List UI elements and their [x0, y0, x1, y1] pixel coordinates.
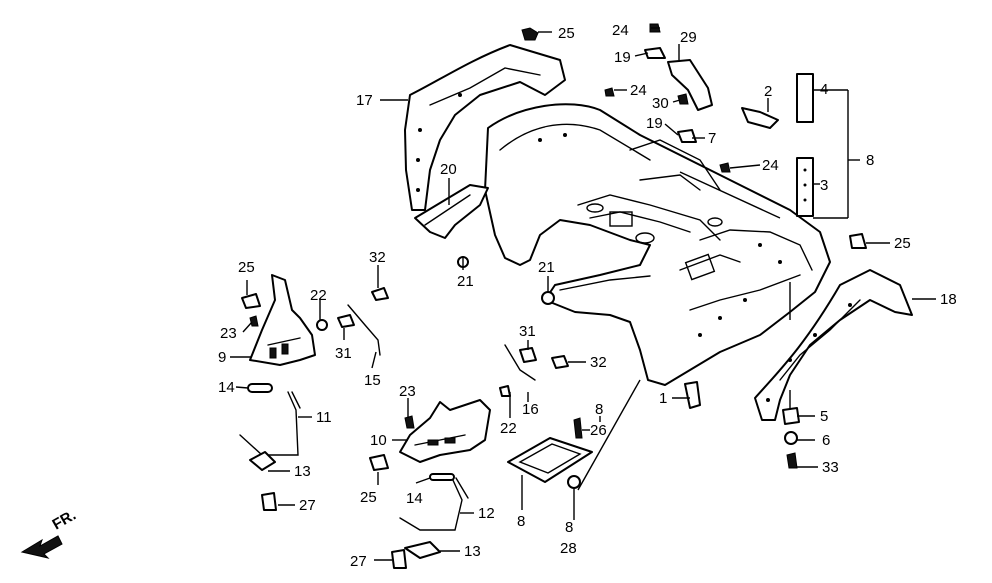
callout-label: 8 — [517, 513, 525, 530]
callout-label: 2 — [764, 83, 772, 100]
grab-handle-29 — [667, 59, 713, 111]
callout-label: 21 — [457, 273, 474, 290]
callout-label: 26 — [590, 422, 607, 439]
mudguard-left — [249, 274, 316, 366]
callout-label: 23 — [399, 383, 416, 400]
callout-label: 19 — [646, 115, 663, 132]
plate-13-left — [249, 451, 276, 471]
reflector-3 — [796, 157, 814, 217]
mudguard-right — [399, 399, 491, 463]
callout-label: 11 — [316, 409, 332, 426]
callout-label: 31 — [519, 323, 536, 340]
callout-label: 10 — [370, 432, 387, 449]
callout-label: 16 — [522, 401, 539, 418]
rear-fender-body — [484, 103, 831, 386]
callout-label: 25 — [238, 259, 255, 276]
callout-label: 13 — [464, 543, 481, 560]
callout-label: 32 — [369, 249, 386, 266]
tail-pipe-cover — [414, 184, 489, 239]
clip-14-right — [429, 473, 455, 481]
callout-label: 7 — [708, 130, 716, 147]
bracket-2 — [741, 107, 779, 129]
stay-11 — [239, 391, 301, 456]
callout-label: 4 — [820, 81, 828, 98]
front-direction-arrow: FR. — [20, 507, 79, 559]
callout-label: 28 — [560, 540, 577, 557]
callout-label: 30 — [652, 95, 669, 112]
callout-label: 24 — [630, 82, 647, 99]
fender-extension-right — [754, 269, 913, 421]
fender-extension-left — [404, 44, 566, 211]
reflector-4 — [796, 73, 814, 123]
callout-label: 14 — [218, 379, 235, 396]
callout-label: 25 — [894, 235, 911, 252]
callout-label: 3 — [820, 177, 828, 194]
plate-13-right — [404, 541, 441, 559]
callout-label: 13 — [294, 463, 311, 480]
callout-label: 33 — [822, 459, 839, 476]
front-direction-label: FR. — [50, 507, 79, 534]
callout-label: 22 — [310, 287, 327, 304]
callout-label: 9 — [218, 349, 226, 366]
callout-label: 20 — [440, 161, 457, 178]
callout-label: 25 — [360, 489, 377, 506]
callout-label: 24 — [612, 22, 629, 39]
callout-label: 24 — [762, 157, 779, 174]
callout-label: 32 — [590, 354, 607, 371]
callout-label: 27 — [350, 553, 367, 570]
callout-label: 27 — [299, 497, 316, 514]
callout-label: 1 — [659, 390, 667, 407]
license-plate-bracket — [507, 437, 593, 483]
callout-label: 18 — [940, 291, 957, 308]
callout-label: 19 — [614, 49, 631, 66]
callout-label: 21 — [538, 259, 555, 276]
callout-label: 8 — [866, 152, 874, 169]
callout-label: 31 — [335, 345, 352, 362]
callout-label: 6 — [822, 432, 830, 449]
callout-label: 8 — [595, 401, 603, 418]
callout-labels: 25 24 29 19 17 24 30 2 4 19 7 8 24 3 20 … — [218, 22, 957, 570]
callout-label: 23 — [220, 325, 237, 342]
callout-label: 22 — [500, 420, 517, 437]
callout-label: 29 — [680, 29, 697, 46]
callout-label: 15 — [364, 372, 381, 389]
callout-label: 25 — [558, 25, 575, 42]
callout-label: 17 — [356, 92, 373, 109]
stay-12 — [399, 477, 469, 531]
stay-16 — [504, 344, 536, 381]
callout-label: 14 — [406, 490, 423, 507]
stay-15 — [347, 304, 381, 356]
callout-label: 12 — [478, 505, 495, 522]
leader-lines — [230, 27, 936, 561]
clip-14-left — [247, 383, 273, 393]
callout-label: 5 — [820, 408, 828, 425]
callout-label: 8 — [565, 519, 573, 536]
